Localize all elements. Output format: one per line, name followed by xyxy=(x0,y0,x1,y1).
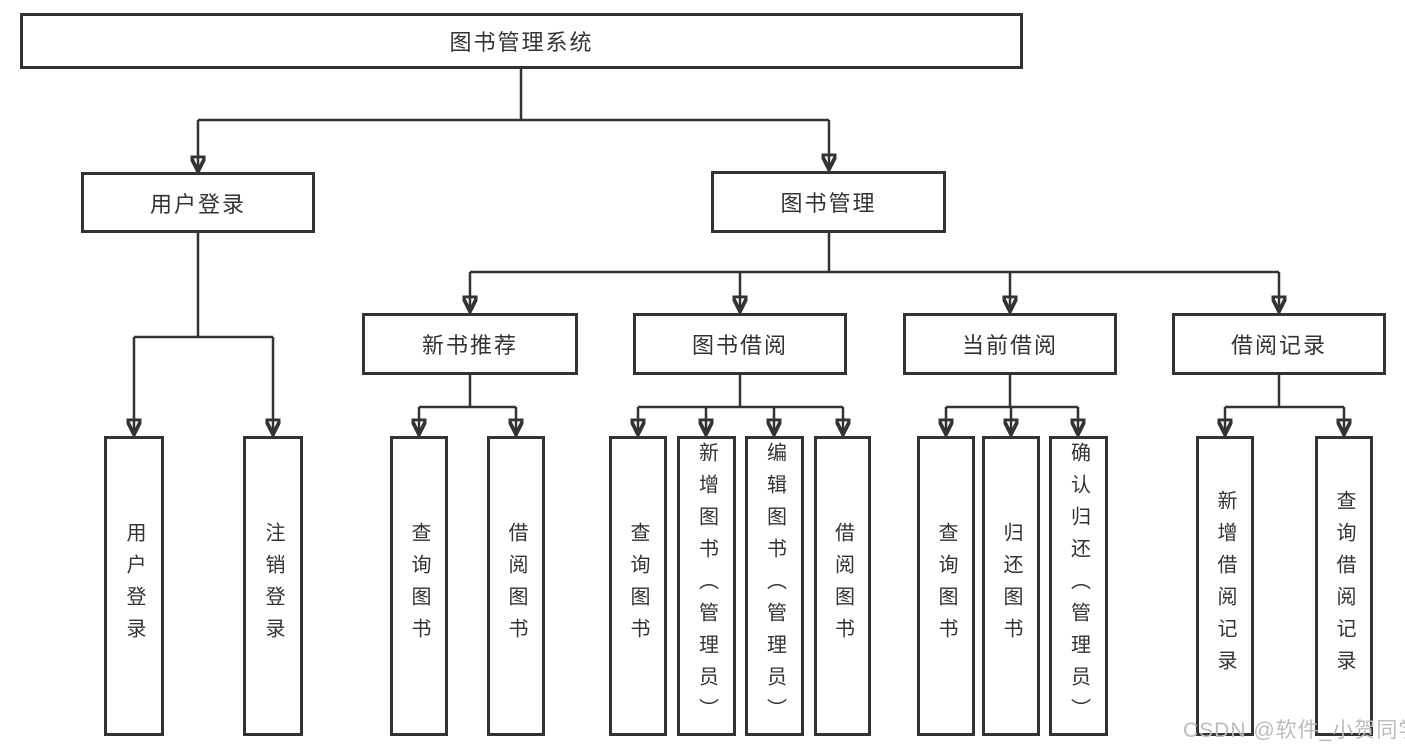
node-label: 图书管理 xyxy=(780,191,877,216)
node-leaf-edit-books-admin: 编辑图书（管理员） xyxy=(745,436,804,736)
node-label: 注销登录 xyxy=(262,522,284,650)
connector-root-to-level2 xyxy=(198,69,829,170)
node-book-management: 图书管理 xyxy=(711,171,946,233)
connector-current-borrowing-to-leaves xyxy=(946,375,1078,433)
node-label: 新增借阅记录 xyxy=(1214,490,1236,682)
node-leaf-borrow-books-recommend: 借阅图书 xyxy=(487,436,545,736)
node-label: 用户登录 xyxy=(149,191,246,217)
connector-book-management-to-modules xyxy=(470,233,1279,310)
node-leaf-logout: 注销登录 xyxy=(243,436,303,736)
node-leaf-query-borrow-record: 查询借阅记录 xyxy=(1315,436,1373,736)
node-borrowing-records: 借阅记录 xyxy=(1172,313,1386,375)
node-book-borrowing: 图书借阅 xyxy=(633,313,847,375)
node-leaf-user-login: 用户登录 xyxy=(104,436,164,736)
node-leaf-borrow-books-borrowing: 借阅图书 xyxy=(814,436,871,736)
node-root-system: 图书管理系统 xyxy=(20,13,1023,69)
connector-book-borrowing-to-leaves xyxy=(638,375,843,433)
node-label: 借阅图书 xyxy=(505,522,527,650)
node-leaf-add-borrow-record: 新增借阅记录 xyxy=(1196,436,1254,736)
node-label: 查询图书 xyxy=(408,522,430,650)
node-leaf-query-books-current: 查询图书 xyxy=(917,436,975,736)
node-label: 借阅图书 xyxy=(831,522,854,650)
connector-new-book-recommend-to-leaves xyxy=(419,375,516,433)
node-leaf-return-books: 归还图书 xyxy=(982,436,1040,736)
node-current-borrowing: 当前借阅 xyxy=(903,313,1117,375)
node-leaf-query-books-borrowing: 查询图书 xyxy=(609,436,667,736)
node-label: 新增图书（管理员） xyxy=(695,442,718,730)
node-label: 用户登录 xyxy=(123,522,145,650)
node-leaf-add-books-admin: 新增图书（管理员） xyxy=(677,436,736,736)
node-label: 确认归还（管理员） xyxy=(1067,442,1090,730)
node-label: 新书推荐 xyxy=(421,333,518,358)
connector-user-login-to-leaves xyxy=(134,233,273,433)
connector-borrowing-records-to-leaves xyxy=(1225,375,1344,433)
node-label: 查询图书 xyxy=(627,522,649,650)
node-leaf-confirm-return-admin: 确认归还（管理员） xyxy=(1049,436,1108,736)
csdn-watermark: CSDN @软件_小贺同学 xyxy=(1183,719,1405,742)
node-user-login: 用户登录 xyxy=(81,172,315,233)
node-label: 图书借阅 xyxy=(691,333,788,358)
node-label: 当前借阅 xyxy=(961,333,1058,358)
node-label: 归还图书 xyxy=(1000,522,1022,650)
node-label: 编辑图书（管理员） xyxy=(763,442,786,730)
node-label: 查询借阅记录 xyxy=(1333,490,1355,682)
node-label: 查询图书 xyxy=(935,522,957,650)
node-leaf-query-books-recommend: 查询图书 xyxy=(390,436,448,736)
node-label: 图书管理系统 xyxy=(449,30,594,55)
node-label: 借阅记录 xyxy=(1230,333,1327,358)
node-new-book-recommend: 新书推荐 xyxy=(362,313,578,375)
